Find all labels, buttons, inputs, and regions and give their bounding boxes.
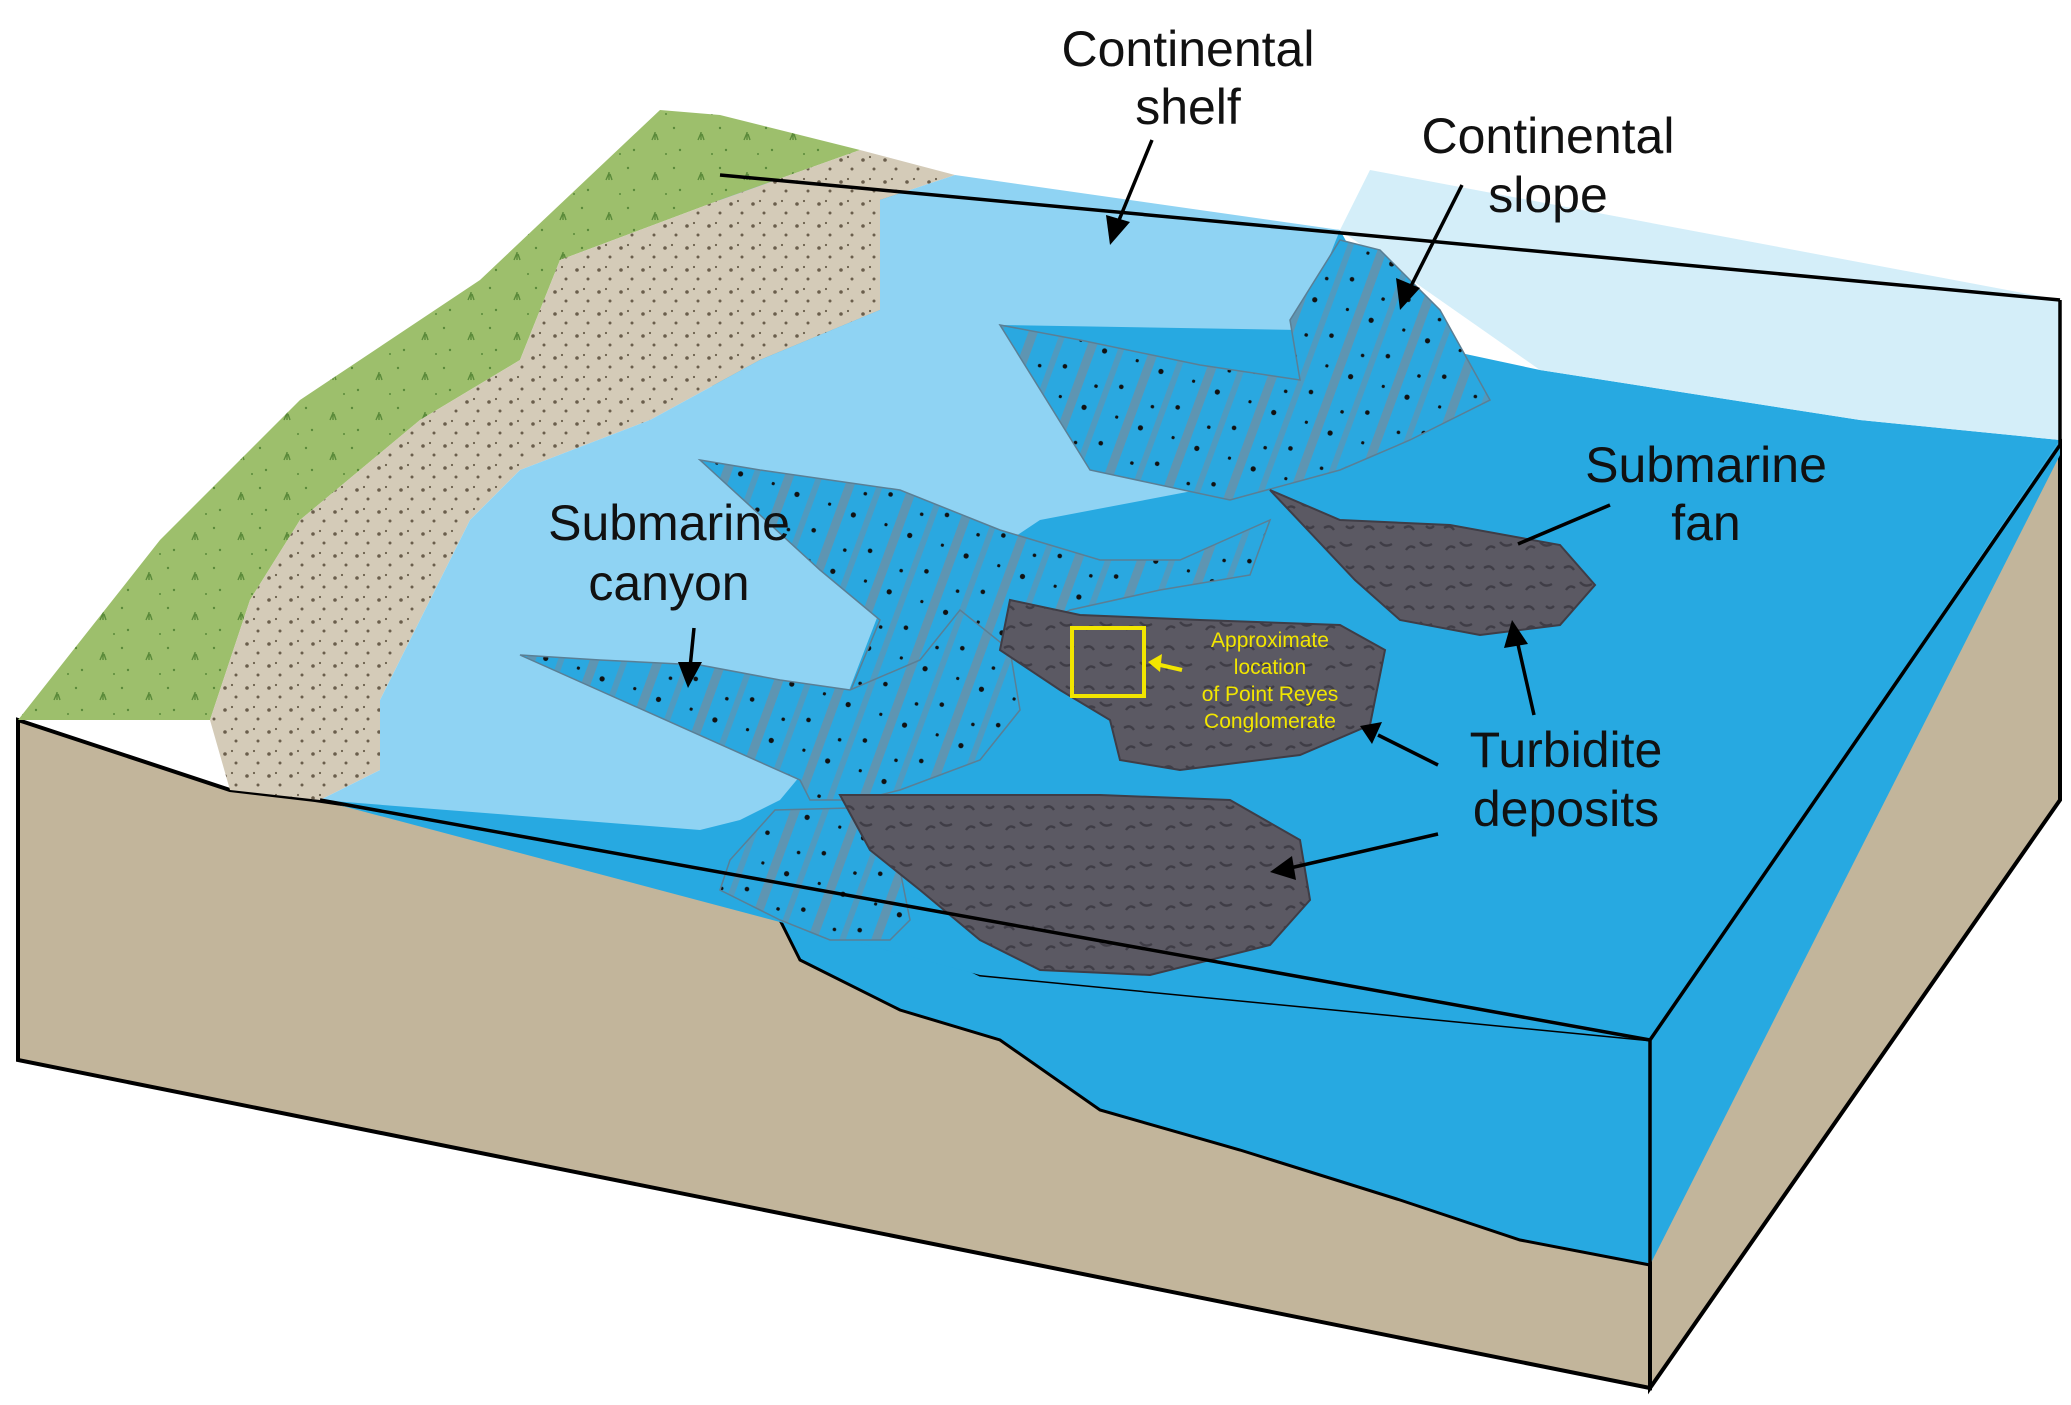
svg-text:Turbidite: Turbidite (1470, 722, 1663, 778)
arrow-continental-shelf (1106, 139, 1154, 245)
svg-text:slope: slope (1488, 167, 1608, 223)
beach-texture (210, 150, 955, 800)
arrow-continental-slope (1396, 184, 1464, 310)
arrow-turbidite-1 (1504, 620, 1536, 716)
land-texture (18, 110, 860, 720)
arrow-submarine-canyon (678, 627, 702, 688)
canyon-upper (998, 239, 1492, 501)
arrow-submarine-fan (1517, 503, 1611, 546)
point-reyes-marker (1070, 626, 1146, 698)
label-turbidite-deposits: Turbidite deposits (1470, 722, 1663, 837)
svg-text:Continental: Continental (1422, 108, 1675, 164)
svg-text:Approximate: Approximate (1211, 629, 1329, 652)
svg-text:deposits: deposits (1473, 781, 1659, 837)
svg-text:location: location (1234, 656, 1306, 679)
label-continental-slope: Continental slope (1422, 108, 1675, 223)
svg-text:Submarine: Submarine (548, 495, 790, 551)
svg-text:canyon: canyon (588, 555, 749, 611)
arrow-turbidite-2 (1360, 722, 1439, 767)
svg-text:Conglomerate: Conglomerate (1204, 710, 1336, 733)
turbidite-fan-upper (1269, 489, 1597, 637)
svg-text:Submarine: Submarine (1585, 437, 1827, 493)
arrow-turbidite-3 (1270, 832, 1439, 880)
svg-text:fan: fan (1671, 495, 1741, 551)
water-right-face (1650, 440, 2060, 1265)
turbidite-fan-lower (838, 794, 1312, 977)
label-point-reyes: Approximate location of Point Reyes Cong… (1202, 629, 1339, 733)
sea-surface-light (1340, 170, 2060, 440)
label-submarine-canyon: Submarine canyon (548, 495, 790, 611)
label-submarine-fan: Submarine fan (1585, 437, 1827, 551)
svg-text:shelf: shelf (1135, 79, 1241, 135)
label-continental-shelf: Continental shelf (1062, 21, 1315, 135)
svg-text:Continental: Continental (1062, 21, 1315, 77)
block-top-edge (319, 173, 2062, 1388)
svg-text:of Point Reyes: of Point Reyes (1202, 683, 1339, 706)
turbidite-fan-middle (998, 598, 1387, 772)
